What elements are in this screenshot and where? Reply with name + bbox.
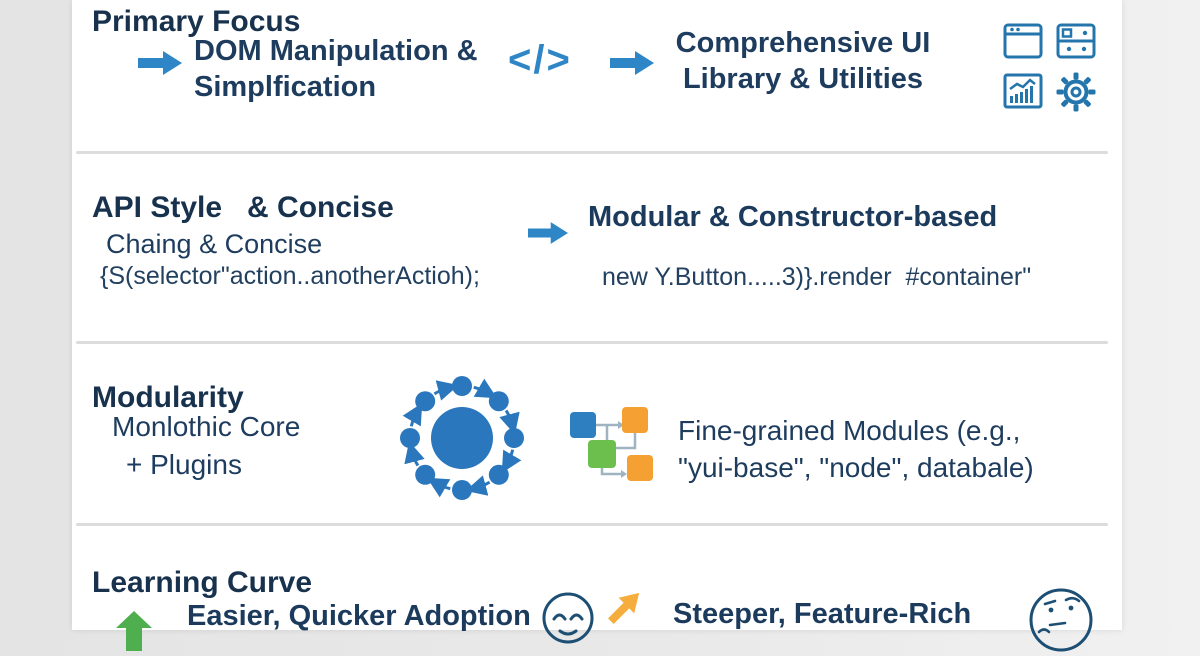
api-style-left-code: {S(selector"action..anotherActioh); xyxy=(100,262,480,290)
api-style-right-title: Modular & Constructor-based xyxy=(588,201,998,233)
modularity-right-line1: Fine-grained Modules (e.g., xyxy=(678,415,1021,446)
api-style-right-code: new Y.Button.....3)}.render #container" xyxy=(602,263,1032,291)
learning-right-text: Steeper, Feature-Rich xyxy=(673,598,972,630)
orange-up-right-arrow-icon xyxy=(602,584,648,630)
primary-focus-right-line2: Library & Utilities xyxy=(682,63,924,95)
chart-icon xyxy=(1003,72,1043,112)
ui-icons-grid xyxy=(1003,22,1096,112)
thinking-face-icon xyxy=(1026,586,1096,656)
gear-icon xyxy=(1056,72,1096,112)
primary-focus-right-text: Comprehensive UI Library & Utilities xyxy=(668,25,938,97)
primary-focus-left-line2: Simplfication xyxy=(194,71,377,103)
modularity-right-text: Fine-grained Modules (e.g., "yui-base", … xyxy=(678,412,1034,486)
right-arrow-icon xyxy=(528,221,568,245)
code-brackets-icon: </> xyxy=(508,38,572,82)
modularity-right-line2: "yui-base", "node", databale) xyxy=(678,452,1034,483)
hub-spoke-icon xyxy=(400,376,524,500)
learning-left-text: Easier, Quicker Adoption xyxy=(187,600,531,632)
smiley-face-icon xyxy=(541,591,595,645)
primary-focus-left-text: DOM Manipulation & Simplfication xyxy=(194,33,478,105)
flowchart-icon xyxy=(566,404,658,484)
row-heading-modularity: Modularity xyxy=(92,380,244,414)
row-heading-api-style: API Style & Concise xyxy=(92,190,394,224)
modularity-left-line1: Monlothic Core xyxy=(112,411,301,442)
modularity-left-text: Monlothic Core + Plugins xyxy=(112,408,300,484)
divider xyxy=(76,523,1108,526)
divider xyxy=(76,151,1108,154)
modularity-left-line2: + Plugins xyxy=(126,449,242,480)
primary-focus-left-line1: DOM Manipulation & xyxy=(194,35,478,67)
api-style-left-title: Chaing & Concise xyxy=(106,229,323,259)
primary-focus-right-line1: Comprehensive UI xyxy=(675,27,931,59)
divider xyxy=(76,341,1108,344)
row-heading-learning-curve: Learning Curve xyxy=(92,565,313,599)
green-up-arrow-icon xyxy=(116,611,152,651)
browser-window-icon xyxy=(1003,22,1043,62)
right-arrow-icon xyxy=(610,50,654,76)
comparison-card: Primary Focus DOM Manipulation & Simplfi… xyxy=(72,0,1122,652)
right-arrow-icon xyxy=(138,50,182,76)
ui-panel-icon xyxy=(1056,22,1096,62)
row-heading-primary-focus: Primary Focus xyxy=(92,4,301,38)
